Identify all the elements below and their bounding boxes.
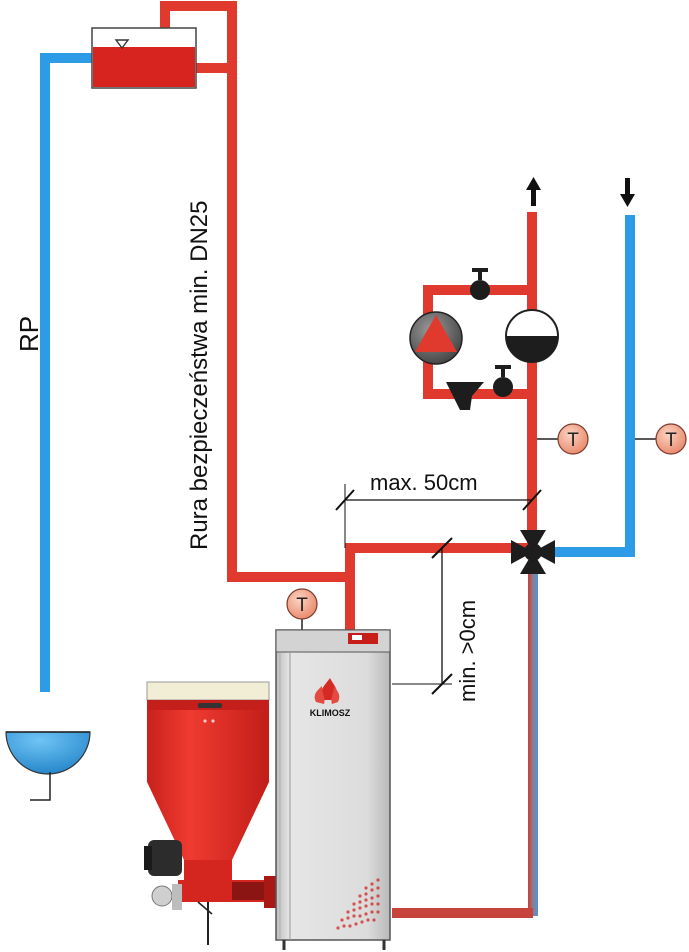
sensor-label: T — [567, 430, 579, 451]
circulation-pump-icon — [409, 311, 463, 365]
cold-pipe-rp — [40, 53, 92, 692]
sensor-label: T — [296, 595, 308, 616]
min-distance-dimension — [392, 537, 453, 695]
brand-label: KLIMOSZ — [310, 708, 351, 718]
return-temperature-sensor: T — [635, 423, 687, 455]
max-distance-dimension — [335, 484, 542, 548]
four-way-mixing-valve-icon — [511, 530, 555, 574]
vent-dot-pattern — [336, 878, 380, 930]
return-pipe — [555, 215, 635, 557]
sensor-label: T — [665, 430, 677, 451]
shutoff-valve-icon — [493, 365, 513, 397]
arrow-up-icon — [526, 177, 541, 206]
shutoff-valve-icon — [470, 268, 490, 300]
drain-funnel-icon — [5, 731, 91, 801]
pellet-hopper — [144, 681, 278, 945]
safety-pipe-label: Rura bezpieczeństwa min. DN25 — [186, 201, 213, 551]
open-expansion-tank-icon — [91, 27, 197, 89]
klimosz-logo-icon — [314, 678, 340, 704]
membrane-expansion-tank-icon — [505, 309, 559, 363]
mixed-return-pipe — [392, 568, 538, 918]
rp-label: RP — [14, 316, 44, 352]
arrow-down-icon — [620, 178, 635, 207]
boiler-temperature-sensor: T — [286, 588, 318, 636]
max-distance-label: max. 50cm — [370, 470, 478, 495]
safety-pipe — [160, 1, 355, 630]
min-distance-label: min. >0cm — [455, 600, 480, 702]
supply-temperature-sensor: T — [537, 423, 589, 455]
boiler: KLIMOSZ — [275, 629, 391, 950]
strainer-filter-icon — [446, 382, 484, 410]
